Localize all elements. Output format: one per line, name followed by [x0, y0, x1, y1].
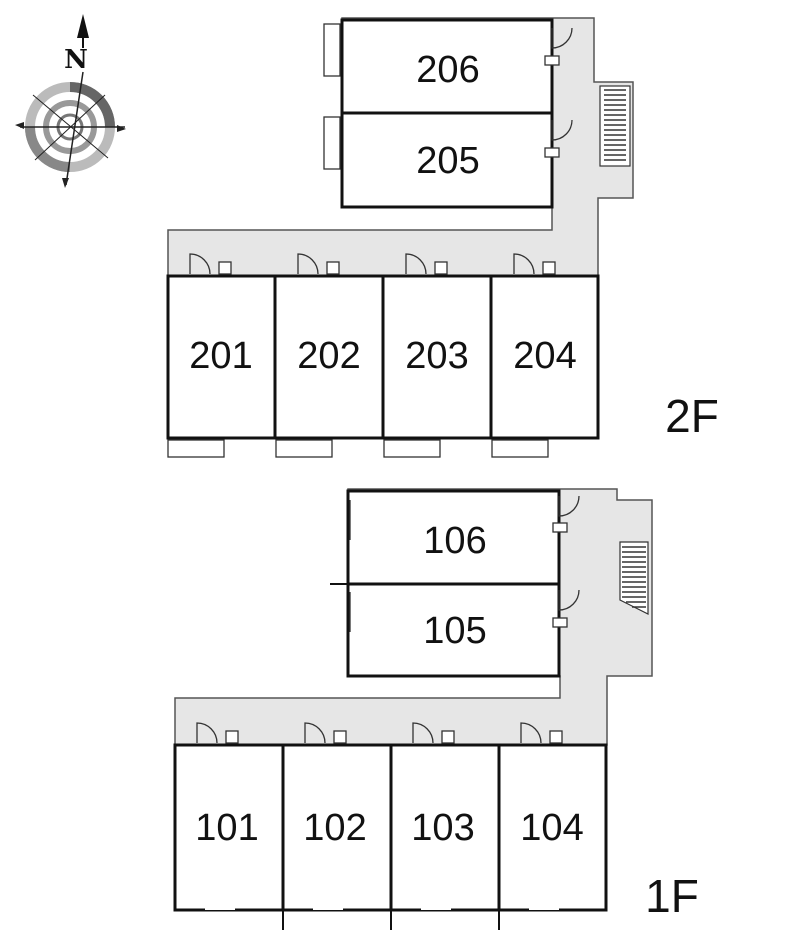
- door-icon: [544, 119, 573, 158]
- door-icon: [196, 722, 563, 744]
- floor-label-2f: 2F: [665, 390, 719, 442]
- unit-label: 203: [405, 335, 468, 377]
- floor-label-1f: 1F: [645, 870, 699, 922]
- door-icon: [552, 495, 580, 628]
- balcony-2f: [167, 439, 549, 458]
- unit-105: [346, 582, 561, 678]
- unit-201: [166, 274, 277, 440]
- unit-label: 201: [189, 335, 252, 377]
- unit-label: 205: [416, 140, 479, 182]
- unit-103: [389, 743, 501, 912]
- unit-label: 204: [513, 335, 576, 377]
- north-label: N: [64, 45, 88, 75]
- unit-label: 202: [297, 335, 360, 377]
- unit-205: [340, 111, 554, 209]
- unit-204: [489, 274, 600, 440]
- unit-label: 102: [303, 807, 366, 849]
- unit-104: [497, 743, 608, 912]
- door-icon: [189, 253, 556, 275]
- floor-2f: 206 205 201 202 203 204 2F: [166, 17, 719, 458]
- floor-1f: 106 105 101 102 103 104 1F: [173, 488, 699, 930]
- unit-label: 104: [520, 807, 583, 849]
- stairs-2f: [599, 85, 631, 167]
- unit-202: [273, 274, 385, 440]
- door-icon: [544, 27, 573, 66]
- unit-label: 106: [423, 520, 486, 562]
- unit-label: 206: [416, 49, 479, 91]
- unit-106: [346, 489, 561, 586]
- compass-icon: [15, 14, 126, 188]
- stairs-1f: [619, 541, 649, 615]
- unit-label: 101: [195, 807, 258, 849]
- unit-203: [381, 274, 493, 440]
- unit-label: 103: [411, 807, 474, 849]
- unit-label: 105: [423, 610, 486, 652]
- wall-markers-1f: [205, 908, 559, 930]
